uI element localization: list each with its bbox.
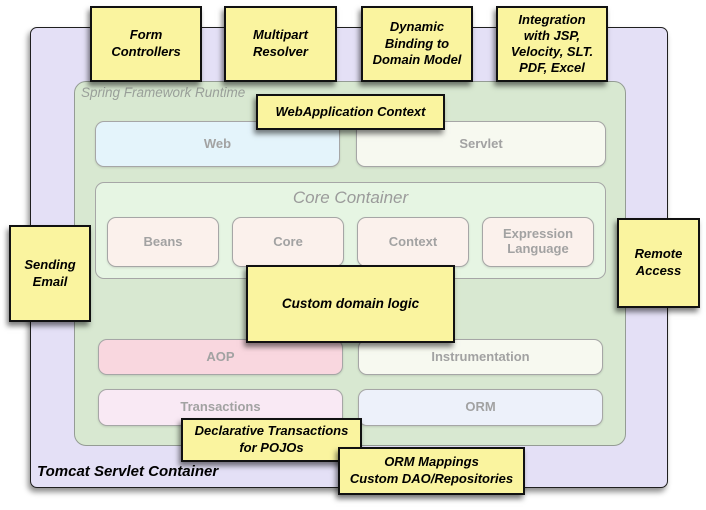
note-sending-email: Sending Email [9, 225, 91, 322]
note-declarative-transactions: Declarative Transactions for POJOs [181, 418, 362, 462]
note-multipart-resolver: Multipart Resolver [224, 6, 337, 82]
note-dynamic-binding: Dynamic Binding to Domain Model [361, 6, 473, 82]
module-beans: Beans [107, 217, 219, 267]
module-orm: ORM [358, 389, 603, 426]
note-remote-access: Remote Access [617, 218, 700, 308]
module-instrumentation: Instrumentation [358, 339, 603, 375]
module-web: Web [95, 121, 340, 167]
core-container-title: Core Container [292, 188, 409, 207]
note-integration-views: Integration with JSP, Velocity, SLT. PDF… [496, 6, 608, 82]
module-core: Core [232, 217, 344, 267]
module-aop: AOP [98, 339, 343, 375]
spring-framework-runtime-label: Spring Framework Runtime [81, 85, 246, 100]
note-orm-mappings: ORM Mappings Custom DAO/Repositories [338, 447, 525, 495]
module-expression-language: Expression Language [482, 217, 594, 267]
module-context: Context [357, 217, 469, 267]
tomcat-servlet-container-label: Tomcat Servlet Container [37, 463, 219, 480]
note-webapplication-context: WebApplication Context [256, 94, 445, 130]
note-form-controllers: Form Controllers [90, 6, 202, 82]
note-custom-domain-logic: Custom domain logic [246, 265, 455, 343]
